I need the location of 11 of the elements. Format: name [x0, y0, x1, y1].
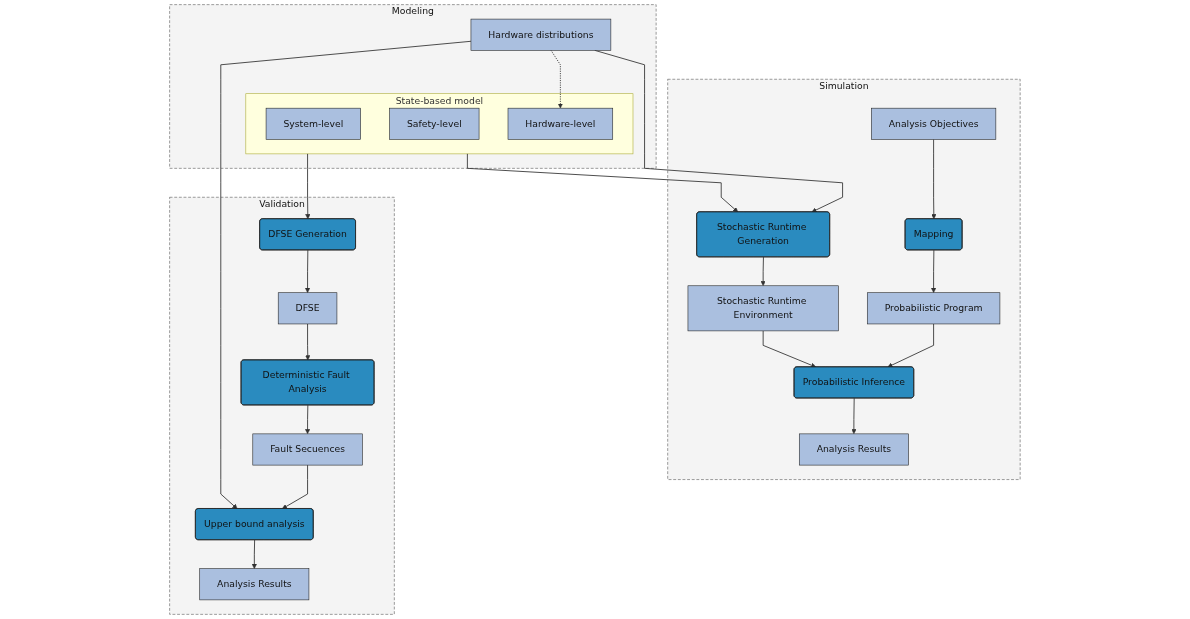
- node-box: Analysis Results: [199, 568, 310, 601]
- node-box: Hardware distributions: [470, 18, 612, 51]
- node-box: Stochastic Runtime Environment: [687, 285, 839, 332]
- node-box: Analysis Results: [799, 433, 909, 466]
- node-box: DFSE: [278, 292, 338, 325]
- node-box: Probabilistic Program: [867, 292, 1001, 325]
- node-box: Analysis Objectives: [871, 107, 997, 140]
- node-box: System-level: [265, 107, 362, 140]
- node-box: Safety-level: [389, 107, 480, 140]
- node-box: Fault Secuences: [252, 433, 363, 466]
- node-box: Hardware-level: [507, 107, 614, 140]
